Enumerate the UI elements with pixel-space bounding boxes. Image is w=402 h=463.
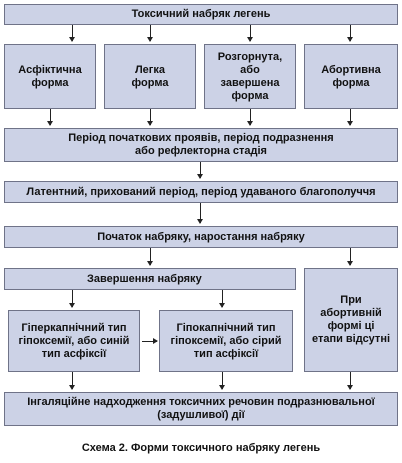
figure-caption: Схема 2. Форми токсичного набряку легень (81, 442, 321, 454)
arrow-hypercapnic-to-hypocapnic (142, 338, 158, 344)
arrow-onset-to-completion (147, 248, 153, 266)
arrow-title-to-form-2 (147, 25, 153, 42)
arrow-onset-to-abortive-note (347, 248, 353, 266)
arrow-title-to-form-1 (69, 25, 75, 42)
arrow-hypocapnic-to-inhalation (219, 372, 225, 390)
arrow-note-to-inhalation (347, 372, 353, 390)
arrow-completion-to-hypercapnic (69, 290, 75, 308)
hypocapnic-box: Гіпокапнічний тип гіпоксемії, або сірий … (159, 310, 293, 372)
hypercapnic-box: Гіперкапнічний тип гіпоксемії, або синій… (8, 310, 140, 372)
arrow-initial-to-latent (197, 162, 203, 179)
period-initial-box: Період початкових проявів, період подраз… (4, 128, 398, 162)
form-abortive: Абортивна форма (304, 44, 398, 109)
title-box: Токсичний набряк легень (4, 4, 398, 25)
arrow-form-4-to-initial (347, 109, 353, 126)
inhalation-box: Інгаляційне надходження токсичних речови… (4, 392, 398, 426)
form-asphyxial: Асфіктична форма (4, 44, 96, 109)
abortive-note-box: При абортивній формі ці етапи відсутні (304, 268, 398, 372)
arrow-completion-to-hypocapnic (219, 290, 225, 308)
arrow-latent-to-onset (197, 203, 203, 224)
arrow-form-3-to-initial (247, 109, 253, 126)
form-mild: Легка форма (104, 44, 196, 109)
edema-onset-box: Початок набряку, наростання набряку (4, 226, 398, 248)
edema-completion-box: Завершення набряку (4, 268, 296, 290)
arrow-hypercapnic-to-inhalation (69, 372, 75, 390)
form-developed: Розгорнута, або завершена форма (204, 44, 296, 109)
arrow-form-2-to-initial (147, 109, 153, 126)
period-latent-box: Латентний, прихований період, період уда… (4, 181, 398, 203)
arrow-title-to-form-4 (347, 25, 353, 42)
arrow-form-1-to-initial (47, 109, 53, 126)
arrow-title-to-form-3 (247, 25, 253, 42)
